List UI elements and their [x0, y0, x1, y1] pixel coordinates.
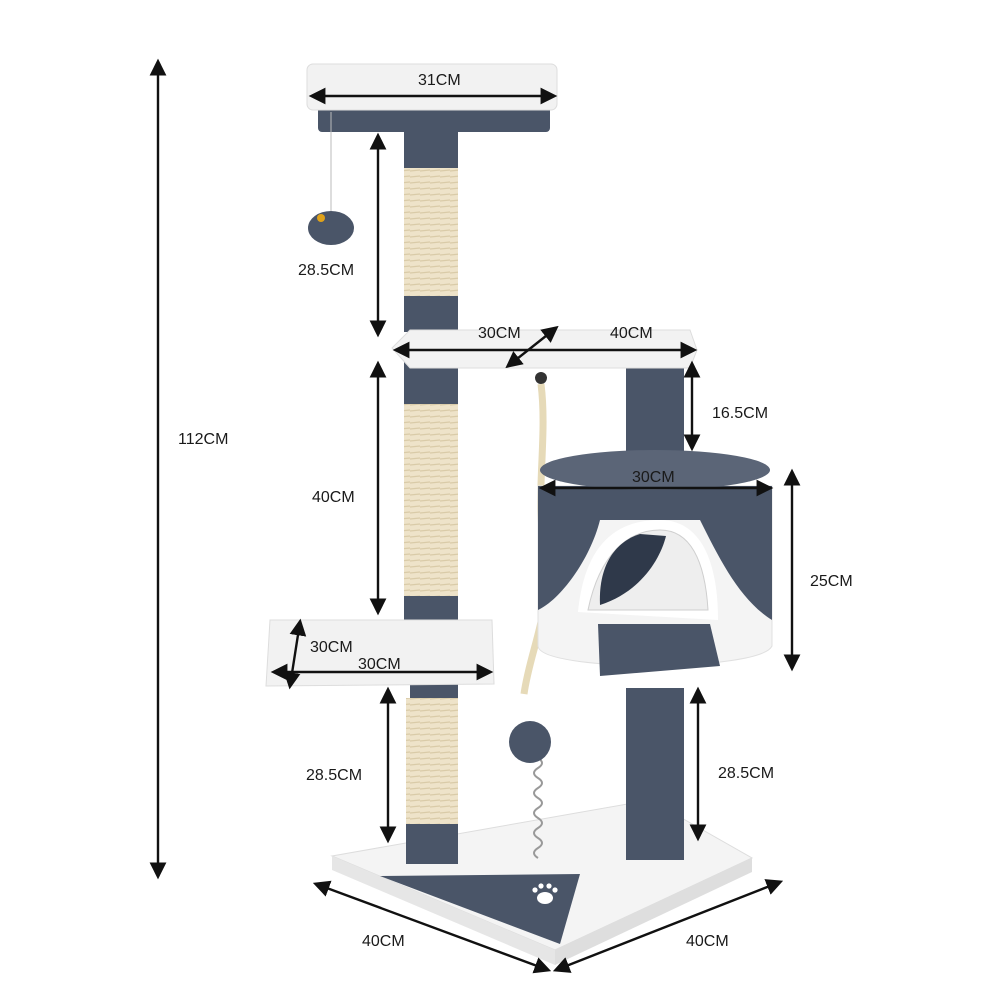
- dimension-arrows: [149, 58, 801, 974]
- cat-condo: [537, 450, 773, 676]
- mid-post-height-label: 40CM: [312, 489, 355, 506]
- low-platform-width-label: 30CM: [358, 656, 401, 673]
- mid-platform-depth-label: 30CM: [478, 325, 521, 342]
- overall-height-label: 112CM: [178, 431, 229, 448]
- condo-width-label: 30CM: [632, 469, 675, 486]
- mid-platform-depth-arrow: [505, 325, 559, 369]
- lower-scratching-post: [406, 698, 458, 864]
- lower-right-post-height-label: 28.5CM: [718, 765, 775, 782]
- upper-scratching-post: [404, 130, 458, 332]
- lower-right-post: [626, 688, 684, 860]
- middle-scratching-post: [404, 362, 458, 646]
- top-post-height-label: 28.5CM: [298, 262, 355, 279]
- spring-ball-toy: [509, 721, 551, 859]
- mid-platform-width-label: 40CM: [610, 325, 653, 342]
- lower-left-post-height-label: 28.5CM: [306, 767, 363, 784]
- hanging-pom-toy: [308, 112, 354, 245]
- base-depth-arrow: [312, 880, 552, 974]
- condo-post-height-label: 16.5CM: [712, 405, 769, 422]
- base-width-label: 40CM: [686, 933, 729, 950]
- base-depth-label: 40CM: [362, 933, 405, 950]
- condo-height-label: 25CM: [810, 573, 853, 590]
- base-width-arrow: [552, 879, 784, 973]
- top-perch-width-label: 31CM: [418, 72, 461, 89]
- low-platform-depth-label: 30CM: [310, 639, 353, 656]
